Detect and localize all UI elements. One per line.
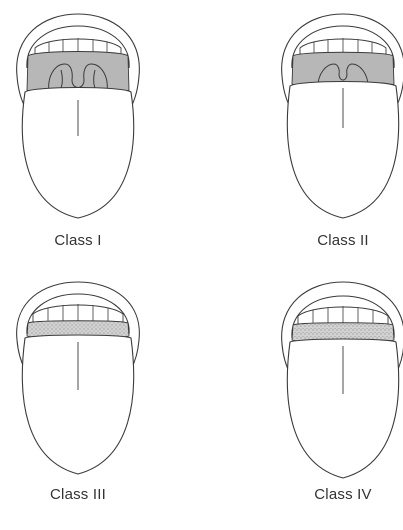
oral-cavity-illustration	[268, 6, 403, 231]
caption-class-3: Class III	[3, 486, 153, 503]
caption-class-4: Class IV	[268, 486, 403, 503]
panel-class-4: Class IV	[268, 280, 403, 530]
panel-class-1: Class I	[3, 6, 153, 256]
panel-class-3: Class III	[3, 280, 153, 530]
oral-cavity-illustration	[268, 280, 403, 505]
oral-cavity-illustration	[3, 6, 153, 231]
caption-class-2: Class II	[268, 232, 403, 249]
oral-cavity-illustration	[3, 280, 153, 505]
panel-class-2: Class II	[268, 6, 403, 256]
mallampati-classification-figure: Class I	[0, 0, 403, 517]
caption-class-1: Class I	[3, 232, 153, 249]
